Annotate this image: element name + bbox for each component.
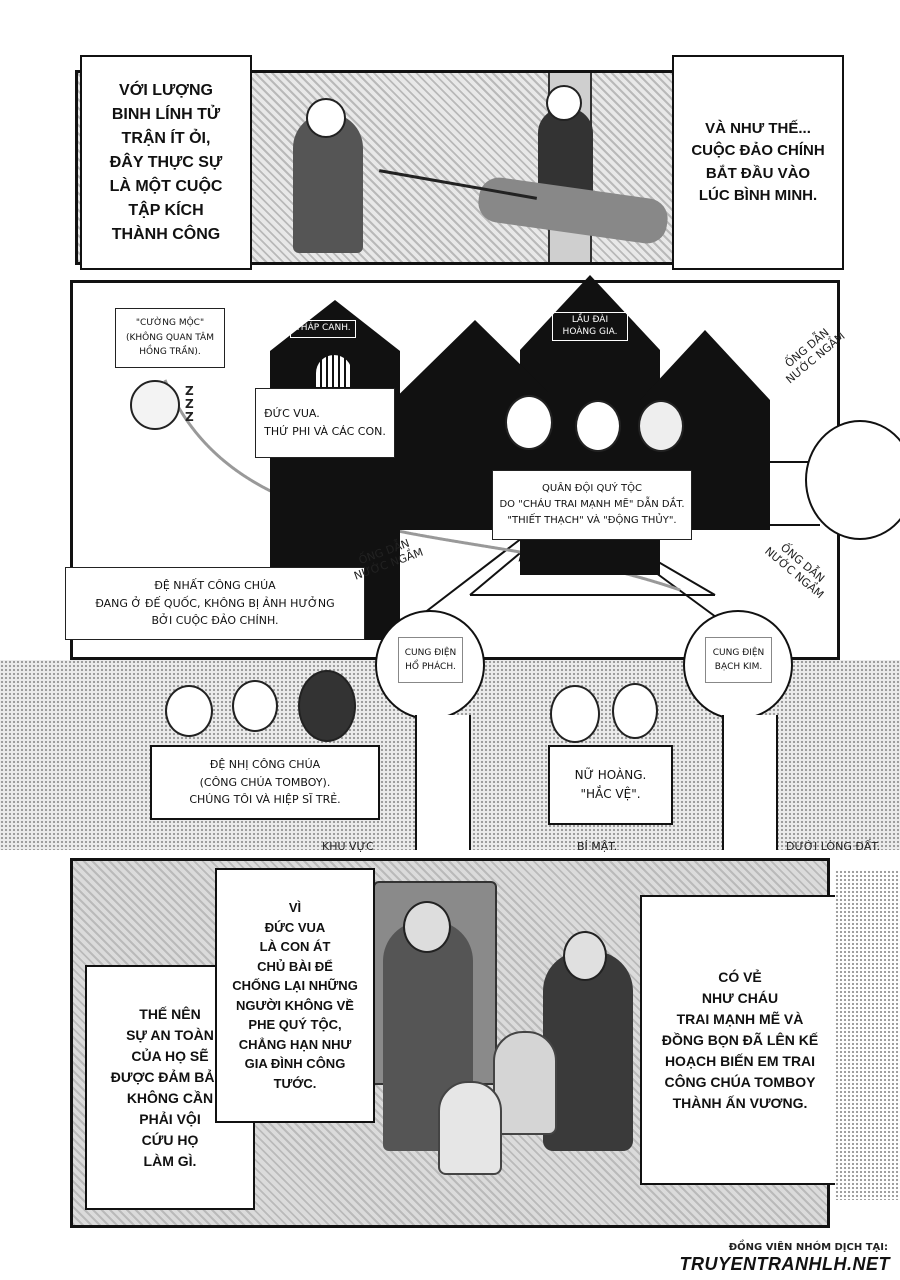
- platinum-palace-box: CUNG ĐIỆN BẠCH KIM.: [705, 637, 772, 683]
- caption-successful-raid-text: VỚI LƯỢNG BINH LÍNH TỬ TRẬN ÍT ỎI, ĐÂY T…: [109, 81, 223, 243]
- caption-king-trump-card-text: VÌ ĐỨC VUA LÀ CON ÁT CHỦ BÀI ĐỂ CHỐNG LẠ…: [232, 900, 358, 1091]
- tomboy-princess-face: [165, 685, 213, 737]
- watchtower-tag: THÁP CANH.: [290, 320, 356, 338]
- caption-successful-raid: VỚI LƯỢNG BINH LÍNH TỬ TRẬN ÍT ỎI, ĐÂY T…: [80, 55, 252, 270]
- caption-safety-assured-text: THẾ NÊN SỰ AN TOÀN CỦA HỌ SẼ ĐƯỢC ĐẢM BẢ…: [110, 1005, 230, 1169]
- platinum-palace-text: CUNG ĐIỆN BẠCH KIM.: [712, 647, 765, 672]
- noble-face-1: [505, 395, 553, 450]
- caption-puppet-king-plan: CÓ VẺ NHƯ CHÁU TRAI MẠNH MẼ VÀ ĐỒNG BỌN …: [640, 895, 840, 1185]
- tunnel-platinum: [722, 715, 778, 850]
- noble-army-text: QUÂN ĐỘI QUÝ TỘC DO "CHÁU TRAI MẠNH MẼ" …: [499, 483, 685, 526]
- zone-label-underground: DƯỚI LÒNG ĐẤT.: [786, 840, 881, 853]
- young-knight-face: [298, 670, 356, 742]
- child-figure-2: [438, 1081, 502, 1175]
- caption-coup-began: VÀ NHƯ THẾ... CUỘC ĐẢO CHÍNH BẮT ĐẦU VÀO…: [672, 55, 844, 270]
- torn-edge-decoration: [835, 870, 900, 1200]
- tunnel-amber: [415, 715, 471, 850]
- soldier-figure: [538, 108, 593, 198]
- royal-castle-tag: LẦU ĐÀI HOÀNG GIA.: [552, 312, 628, 342]
- queen-text: NỮ HOÀNG. "HẮC VỆ".: [574, 767, 647, 801]
- caption-king-trump-card: VÌ ĐỨC VUA LÀ CON ÁT CHỦ BÀI ĐỂ CHỐNG LẠ…: [215, 868, 375, 1123]
- sleeping-elf-face: [130, 380, 180, 430]
- black-guard-face: [612, 683, 658, 739]
- first-princess-box: ĐỆ NHẤT CÔNG CHÚA ĐANG Ở ĐẾ QUỐC, KHÔNG …: [65, 567, 365, 640]
- credit-line1: ĐỒNG VIÊN NHÓM DỊCH TẠI:: [728, 1242, 888, 1253]
- noble-face-2: [575, 400, 621, 452]
- amber-palace-text: CUNG ĐIỆN HỔ PHÁCH.: [404, 647, 457, 672]
- amber-palace-box: CUNG ĐIỆN HỔ PHÁCH.: [398, 637, 463, 683]
- queen-face: [550, 685, 600, 743]
- second-princess-box: ĐỆ NHỊ CÔNG CHÚA (CÔNG CHÚA TOMBOY). CHÚ…: [150, 745, 380, 820]
- king-family-text: ĐỨC VUA. THỨ PHI VÀ CÁC CON.: [264, 407, 386, 438]
- note-strong-wood-text: "CƯỜNG MỘC" (KHÔNG QUAN TÂM HỒNG TRẦN).: [126, 318, 214, 358]
- zone-label-secret: BÍ MẬT.: [577, 840, 618, 853]
- zone-label-area: KHU VỰC: [322, 840, 374, 853]
- narrator-face: [232, 680, 278, 732]
- soldier-head: [546, 85, 582, 121]
- consort-figure: [543, 951, 633, 1151]
- king-family-box: ĐỨC VUA. THỨ PHI VÀ CÁC CON.: [255, 388, 395, 458]
- east-palace-circle: [805, 420, 900, 540]
- queen-box: NỮ HOÀNG. "HẮC VỆ".: [548, 745, 673, 825]
- first-princess-text: ĐỆ NHẤT CÔNG CHÚA ĐANG Ở ĐẾ QUỐC, KHÔNG …: [95, 579, 335, 628]
- watchtower-window: [316, 355, 352, 387]
- note-strong-wood: "CƯỜNG MỘC" (KHÔNG QUAN TÂM HỒNG TRẦN).: [115, 308, 225, 368]
- child-figure-1: [493, 1031, 557, 1135]
- credit-line2: TRUYENTRANHLH.NET: [679, 1254, 890, 1274]
- noble-army-box: QUÂN ĐỘI QUÝ TỘC DO "CHÁU TRAI MẠNH MẼ" …: [492, 470, 692, 540]
- knight-head: [306, 98, 346, 138]
- consort-head: [563, 931, 607, 981]
- caption-puppet-king-plan-text: CÓ VẺ NHƯ CHÁU TRAI MẠNH MẼ VÀ ĐỒNG BỌN …: [661, 968, 819, 1111]
- noble-face-3: [638, 400, 684, 452]
- caption-coup-began-text: VÀ NHƯ THẾ... CUỘC ĐẢO CHÍNH BẮT ĐẦU VÀO…: [691, 119, 825, 205]
- sleep-zzz: Z Z Z: [185, 384, 194, 425]
- king-head: [403, 901, 451, 953]
- second-princess-text: ĐỆ NHỊ CÔNG CHÚA (CÔNG CHÚA TOMBOY). CHÚ…: [189, 758, 341, 807]
